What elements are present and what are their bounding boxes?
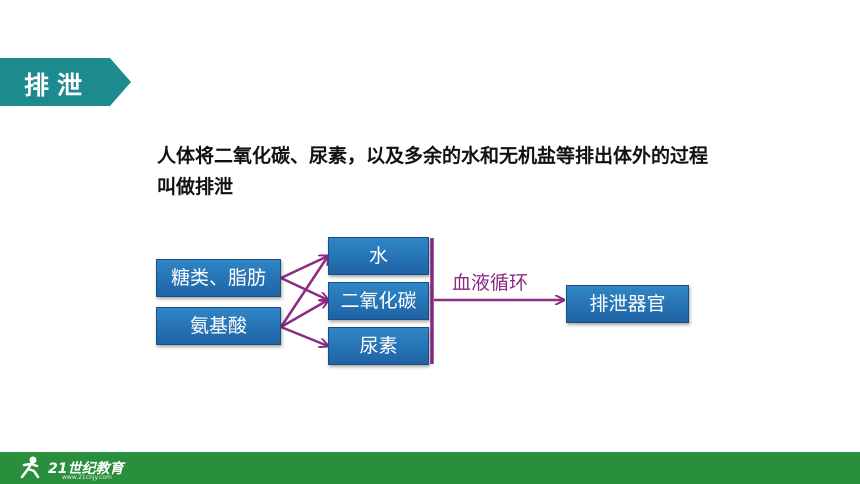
footer-bar: 21世纪教育 www.21cnjy.com: [0, 452, 860, 484]
section-title: 排泄: [24, 71, 91, 100]
runner-logo-icon: [20, 456, 40, 479]
arrow-amino-to-water: [279, 256, 328, 328]
logo-subtext: www.21cnjy.com: [62, 474, 112, 481]
product-box-water: 水: [328, 237, 429, 275]
source-box-amino-acids: 氨基酸: [156, 307, 281, 345]
destination-box-excretory-organs: 排泄器官: [566, 285, 689, 323]
flow-label-blood-circulation: 血液循环: [452, 272, 529, 294]
definition-text: 人体将二氧化碳、尿素，以及多余的水和无机盐等排出体外的过程叫做排泄: [157, 145, 709, 198]
product-box-co2: 二氧化碳: [328, 282, 429, 320]
section-title-tag: 排泄: [0, 58, 131, 106]
arrow-fat-to-co2: [280, 276, 328, 300]
arrow-amino-to-urea: [280, 325, 328, 346]
product-box-urea: 尿素: [328, 327, 429, 365]
logo-text: 21世纪教育: [48, 461, 124, 477]
arrow-amino-to-co2: [280, 300, 328, 329]
source-box-carbs-fat: 糖类、脂肪: [156, 259, 281, 297]
